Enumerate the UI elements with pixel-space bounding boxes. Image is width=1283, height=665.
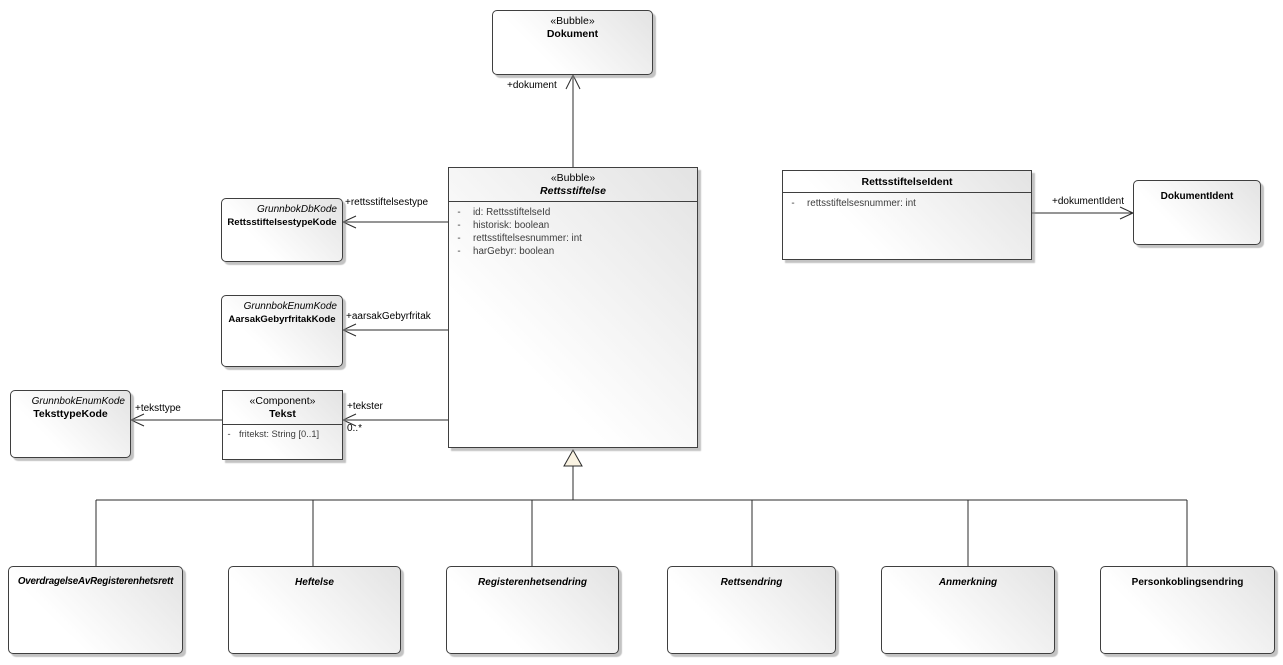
class-name: Personkoblingsendring (1131, 577, 1244, 588)
class-name: TeksttypeKode (33, 408, 108, 420)
attribute-row: - fritekst: String [0..1] (223, 428, 342, 441)
attribute-text: historisk: boolean (473, 220, 550, 231)
attribute-text: id: RettsstiftelseId (473, 207, 551, 218)
parent-type-label: GrunnbokDbKode (256, 204, 337, 215)
class-name: RettsstiftelsestypeKode (227, 217, 337, 228)
class-box-anmerkning[interactable]: Anmerkning (881, 566, 1055, 654)
visibility-marker: - (457, 207, 461, 218)
class-name: Heftelse (295, 577, 334, 588)
role-label-teksttype: +teksttype (135, 403, 181, 414)
attribute-text: fritekst: String [0..1] (239, 429, 320, 439)
class-box-tekst[interactable]: «Component» Tekst - fritekst: String [0.… (222, 390, 343, 460)
generalization-triangle-icon (563, 448, 583, 467)
class-box-heftelse[interactable]: Heftelse (228, 566, 401, 654)
compartment-separator (223, 424, 342, 425)
stereotype-label: «Bubble» (550, 15, 595, 27)
role-label-tekster: +tekster (347, 401, 383, 412)
class-box-rettsendring[interactable]: Rettsendring (667, 566, 836, 654)
stereotype-label: «Bubble» (550, 172, 596, 184)
visibility-marker: - (227, 429, 231, 439)
class-box-aarsakgebyrfritakkode[interactable]: GrunnbokEnumKode AarsakGebyrfritakKode (221, 295, 343, 367)
class-box-rettsstiftelsestypekode[interactable]: GrunnbokDbKode RettsstiftelsestypeKode (221, 198, 343, 262)
attribute-row: - harGebyr: boolean (449, 245, 697, 258)
class-name: Dokument (546, 28, 599, 40)
class-name: Registerenhetsendring (478, 577, 587, 588)
association-aarsakgebyrfritak-line (341, 323, 448, 337)
class-box-personkoblingsendring[interactable]: Personkoblingsendring (1100, 566, 1275, 654)
role-label-dokument: +dokument (507, 80, 557, 91)
visibility-marker: - (457, 233, 461, 244)
class-box-dokumentident[interactable]: DokumentIdent (1133, 180, 1261, 245)
attribute-row: - rettsstiftelsesnummer: int (449, 232, 697, 245)
role-label-dokumentident: +dokumentIdent (1052, 196, 1124, 207)
role-label-aarsakgebyrfritak: +aarsakGebyrfritak (346, 311, 431, 322)
parent-type-label: GrunnbokEnumKode (243, 301, 337, 312)
attribute-text: rettsstiftelsesnummer: int (473, 233, 582, 244)
class-name: Anmerkning (938, 577, 998, 588)
class-box-rettsstiftelse[interactable]: «Bubble» Rettsstiftelse - id: Rettsstift… (448, 167, 698, 448)
generalization-tree (95, 448, 1188, 566)
parent-type-label: GrunnbokEnumKode (31, 396, 125, 407)
association-teksttype-line (129, 413, 222, 427)
association-dokumentident-line (1032, 206, 1135, 220)
class-box-rettsstiftelseident[interactable]: RettsstiftelseIdent - rettsstiftelsesnum… (782, 170, 1032, 260)
attribute-row: - historisk: boolean (449, 219, 697, 232)
class-box-teksttypekode[interactable]: GrunnbokEnumKode TeksttypeKode (10, 390, 131, 458)
attribute-text: rettsstiftelsesnummer: int (807, 198, 916, 209)
class-box-overdragelseavregisterenhetsrett[interactable]: OverdragelseAvRegisterenhetsrett (8, 566, 183, 654)
stereotype-label: «Component» (249, 395, 316, 407)
class-name: DokumentIdent (1160, 191, 1234, 202)
class-box-dokument[interactable]: «Bubble» Dokument (492, 10, 653, 75)
class-name: OverdragelseAvRegisterenhetsrett (17, 576, 174, 587)
compartment-separator (783, 192, 1031, 193)
attribute-row: - id: RettsstiftelseId (449, 206, 697, 219)
class-name: Rettsendring (720, 577, 783, 588)
class-box-registerenhetsendring[interactable]: Registerenhetsendring (446, 566, 619, 654)
class-name: AarsakGebyrfritakKode (228, 314, 336, 325)
attribute-row: - rettsstiftelsesnummer: int (783, 197, 1031, 210)
class-name: RettsstiftelseIdent (861, 176, 953, 188)
visibility-marker: - (457, 246, 461, 257)
association-rettsstiftelsestype-line (341, 215, 448, 229)
compartment-separator (449, 201, 697, 202)
class-name: Tekst (269, 408, 296, 420)
attribute-text: harGebyr: boolean (473, 246, 555, 257)
visibility-marker: - (791, 198, 795, 209)
class-name: Rettsstiftelse (540, 185, 606, 197)
association-dokument-line (565, 73, 581, 167)
role-label-rettsstiftelsestype: +rettsstiftelsestype (345, 197, 429, 208)
visibility-marker: - (457, 220, 461, 231)
multiplicity-label-tekster: 0..* (347, 423, 363, 434)
